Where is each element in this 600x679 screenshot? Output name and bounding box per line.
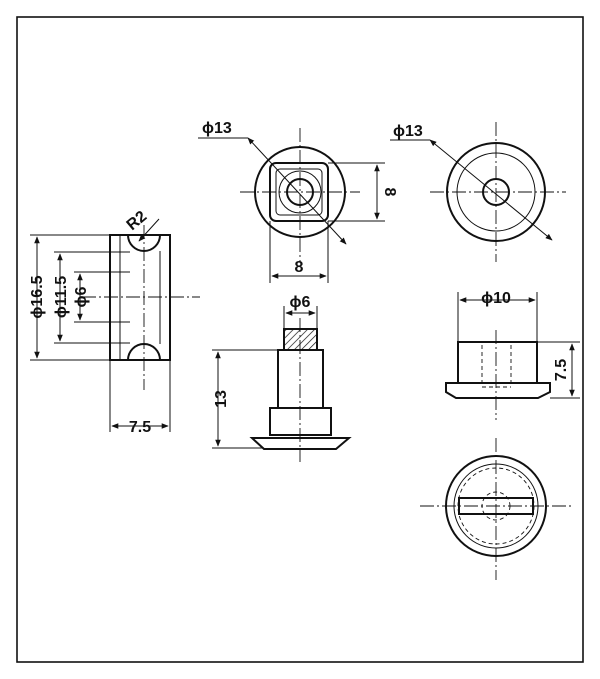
drawing-frame	[16, 16, 584, 663]
pulley-side-view	[30, 218, 200, 432]
label-square-phi13: ϕ13	[202, 120, 232, 137]
square-bushing-front-view	[198, 128, 385, 283]
label-square-8-horizontal: 8	[295, 259, 304, 276]
label-pulley-r2: R2	[124, 208, 151, 234]
label-round-phi13: ϕ13	[393, 123, 423, 140]
cap-side-view	[445, 292, 580, 420]
label-pulley-d115: ϕ11.5	[53, 276, 70, 318]
round-bushing-front-view	[390, 122, 566, 262]
label-pin-13: 13	[213, 390, 230, 408]
label-square-8-vertical: 8	[381, 188, 398, 197]
label-cap-phi10: ϕ10	[481, 290, 511, 307]
cap-bottom-view	[420, 438, 572, 580]
label-cap-7-5: 7.5	[553, 359, 570, 381]
label-pulley-d6: ϕ6	[73, 286, 90, 307]
pin-side-view	[212, 306, 352, 462]
label-pulley-d165: ϕ16.5	[29, 275, 46, 318]
label-pulley-width: 7.5	[129, 419, 151, 436]
label-pin-phi6: ϕ6	[290, 294, 311, 311]
